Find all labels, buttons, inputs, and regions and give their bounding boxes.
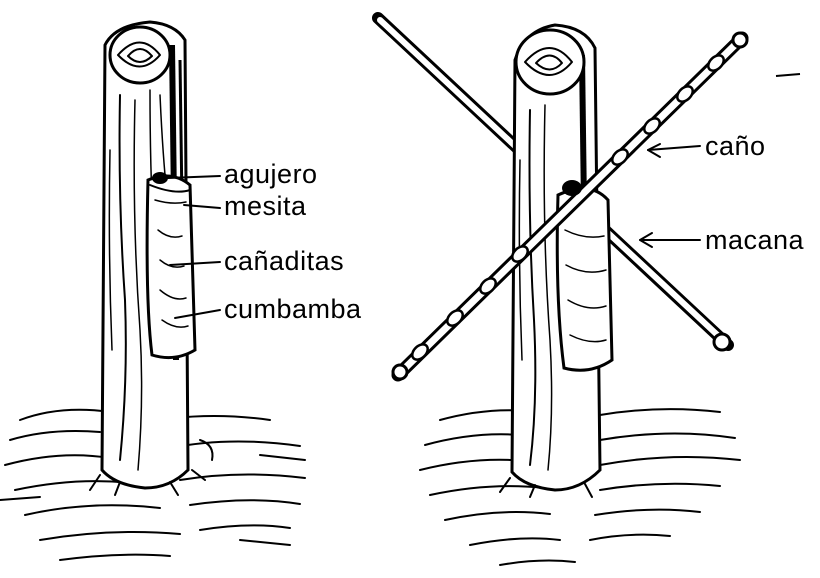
crossing-joint bbox=[562, 180, 582, 196]
label-mesita: mesita bbox=[224, 191, 307, 221]
label-cano: caño bbox=[705, 131, 766, 161]
arrow-cano bbox=[648, 144, 700, 157]
label-cumbamba: cumbamba bbox=[224, 294, 362, 324]
label-canaditas: cañaditas bbox=[224, 246, 344, 276]
arrow-macana bbox=[640, 233, 700, 247]
label-agujero: agujero bbox=[224, 159, 318, 189]
left-post bbox=[90, 22, 213, 495]
right-leader-arrows bbox=[640, 144, 700, 247]
stray-mark bbox=[776, 74, 800, 76]
label-macana: macana bbox=[705, 225, 805, 255]
